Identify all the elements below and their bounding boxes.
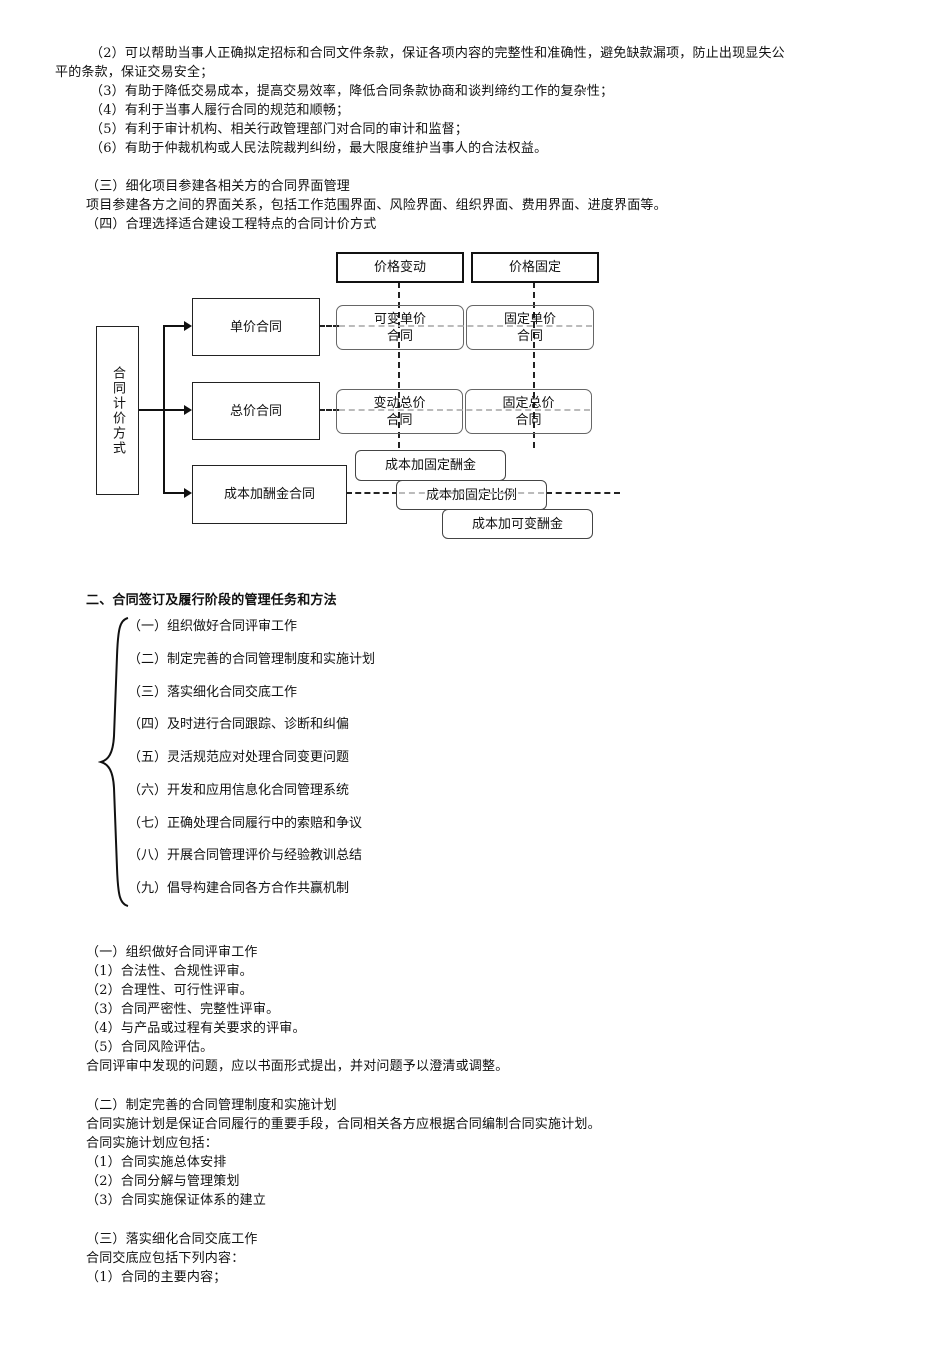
cost-plus-percentage-box: 成本加固定比例 [396, 480, 547, 510]
cost-plus-fixed-fee-label: 成本加固定酬金 [384, 458, 476, 473]
total-price-contract-label: 总价合同 [229, 403, 282, 419]
cell-line: 合同 [516, 328, 543, 344]
cell-line: 变动总价 [373, 395, 426, 411]
section3-body: 项目参建各方之间的界面关系，包括工作范围界面、风险界面、组织界面、费用界面、进度… [86, 198, 667, 213]
total-price-contract-box: 总价合同 [192, 382, 320, 440]
intro-item-2-line2: 平的条款，保证交易安全； [55, 65, 214, 80]
review-item-1: （1）合法性、合规性评审。 [86, 964, 253, 979]
branch-total [163, 409, 185, 411]
row-guide-total [319, 409, 339, 411]
cell-line: 合同 [386, 328, 413, 344]
arrow-icon [184, 321, 192, 331]
branch-cost [163, 492, 185, 494]
root-box: 合同计价方式 [96, 326, 139, 495]
task-item-8: （八）开展合同管理评价与经验教训总结 [128, 848, 363, 863]
column-guide-fixed [533, 282, 535, 448]
intro-item-5: （5）有利于审计机构、相关行政管理部门对合同的审计和监督； [90, 122, 469, 137]
variable-total-price-cell: 变动总价 合同 [336, 389, 463, 434]
plan-heading: （二）制定完善的合同管理制度和实施计划 [86, 1098, 337, 1113]
cost-plus-contract-label: 成本加酬金合同 [223, 487, 315, 502]
plan-body-1: 合同实施计划是保证合同履行的重要手段，合同相关各方应根据合同编制合同实施计划。 [86, 1117, 601, 1132]
intro-item-4: （4）有利于当事人履行合同的规范和顺畅； [90, 103, 350, 118]
cell-line: 可变单价 [373, 311, 426, 327]
section3-heading: （三）细化项目参建各相关方的合同界面管理 [86, 179, 351, 194]
review-heading: （一）组织做好合同评审工作 [86, 945, 258, 960]
fixed-unit-price-cell: 固定单价 合同 [466, 305, 594, 350]
cost-plus-percentage-label: 成本加固定比例 [425, 487, 517, 503]
part2-heading: 二、合同签订及履行阶段的管理任务和方法 [86, 593, 337, 608]
row-guide-cost-tail [546, 492, 620, 494]
task-item-7: （七）正确处理合同履行中的索赔和争议 [128, 816, 363, 831]
cell-guide-unit [339, 325, 592, 327]
root-connector [138, 409, 165, 411]
review-item-2: （2）合理性、可行性评审。 [86, 983, 253, 998]
cell-line: 合同 [386, 412, 413, 428]
unit-price-contract-label: 单价合同 [229, 319, 282, 335]
cost-guide-overlay [399, 492, 544, 494]
intro-item-6: （6）有助于仲裁机构或人民法院裁判纠纷，最大限度维护当事人的合法权益。 [90, 141, 548, 156]
column-guide-variable [398, 282, 400, 448]
review-item-5: （5）合同风险评估。 [86, 1040, 214, 1055]
cell-line: 固定单价 [503, 311, 556, 327]
branch-unit [163, 325, 185, 327]
intro-item-2-line1: （2）可以帮助当事人正确拟定招标和合同文件条款，保证各项内容的完整性和准确性，避… [90, 46, 785, 61]
arrow-icon [184, 488, 192, 498]
cost-plus-fixed-fee-box: 成本加固定酬金 [355, 450, 506, 481]
review-item-3: （3）合同严密性、完整性评审。 [86, 1002, 280, 1017]
price-variable-label: 价格变动 [373, 260, 426, 275]
cost-plus-variable-fee-label: 成本加可变酬金 [471, 516, 563, 532]
cost-plus-contract-box: 成本加酬金合同 [192, 465, 347, 524]
disclosure-item-1: （1）合同的主要内容； [86, 1270, 227, 1285]
unit-price-contract-box: 单价合同 [192, 298, 320, 356]
cell-guide-total [339, 409, 590, 411]
price-fixed-header: 价格固定 [471, 252, 599, 283]
task-item-6: （六）开发和应用信息化合同管理系统 [128, 783, 350, 798]
review-note: 合同评审中发现的问题，应以书面形式提出，并对问题予以澄清或调整。 [86, 1059, 509, 1074]
cell-line: 固定总价 [502, 395, 555, 411]
section4-heading: （四）合理选择适合建设工程特点的合同计价方式 [86, 217, 377, 232]
price-fixed-label: 价格固定 [508, 260, 561, 275]
variable-unit-price-cell: 可变单价 合同 [336, 305, 464, 350]
plan-body-2: 合同实施计划应包括： [86, 1136, 219, 1151]
plan-item-2: （2）合同分解与管理策划 [86, 1174, 240, 1189]
plan-item-1: （1）合同实施总体安排 [86, 1155, 227, 1170]
row-guide-unit [319, 325, 339, 327]
root-label: 合同计价方式 [110, 365, 125, 456]
price-variable-header: 价格变动 [336, 252, 464, 283]
fixed-total-price-cell: 固定总价 合同 [465, 389, 592, 434]
task-item-4: （四）及时进行合同跟踪、诊断和纠偏 [128, 717, 350, 732]
cost-plus-variable-fee-box: 成本加可变酬金 [442, 509, 593, 539]
task-item-5: （五）灵活规范应对处理合同变更问题 [128, 750, 350, 765]
task-item-9: （九）倡导构建合同各方合作共赢机制 [128, 881, 350, 896]
disclosure-body: 合同交底应包括下列内容： [86, 1251, 245, 1266]
plan-item-3: （3）合同实施保证体系的建立 [86, 1193, 267, 1208]
row-guide-cost [346, 492, 398, 494]
curly-brace-icon [98, 617, 129, 907]
review-item-4: （4）与产品或过程有关要求的评审。 [86, 1021, 306, 1036]
task-item-3: （三）落实细化合同交底工作 [128, 685, 298, 700]
disclosure-heading: （三）落实细化合同交底工作 [86, 1232, 258, 1247]
task-item-1: （一）组织做好合同评审工作 [128, 619, 298, 634]
intro-item-3: （3）有助于降低交易成本，提高交易效率，降低合同条款协商和谈判缔约工作的复杂性； [90, 84, 614, 99]
arrow-icon [184, 405, 192, 415]
cell-line: 合同 [515, 412, 542, 428]
task-item-2: （二）制定完善的合同管理制度和实施计划 [128, 652, 376, 667]
